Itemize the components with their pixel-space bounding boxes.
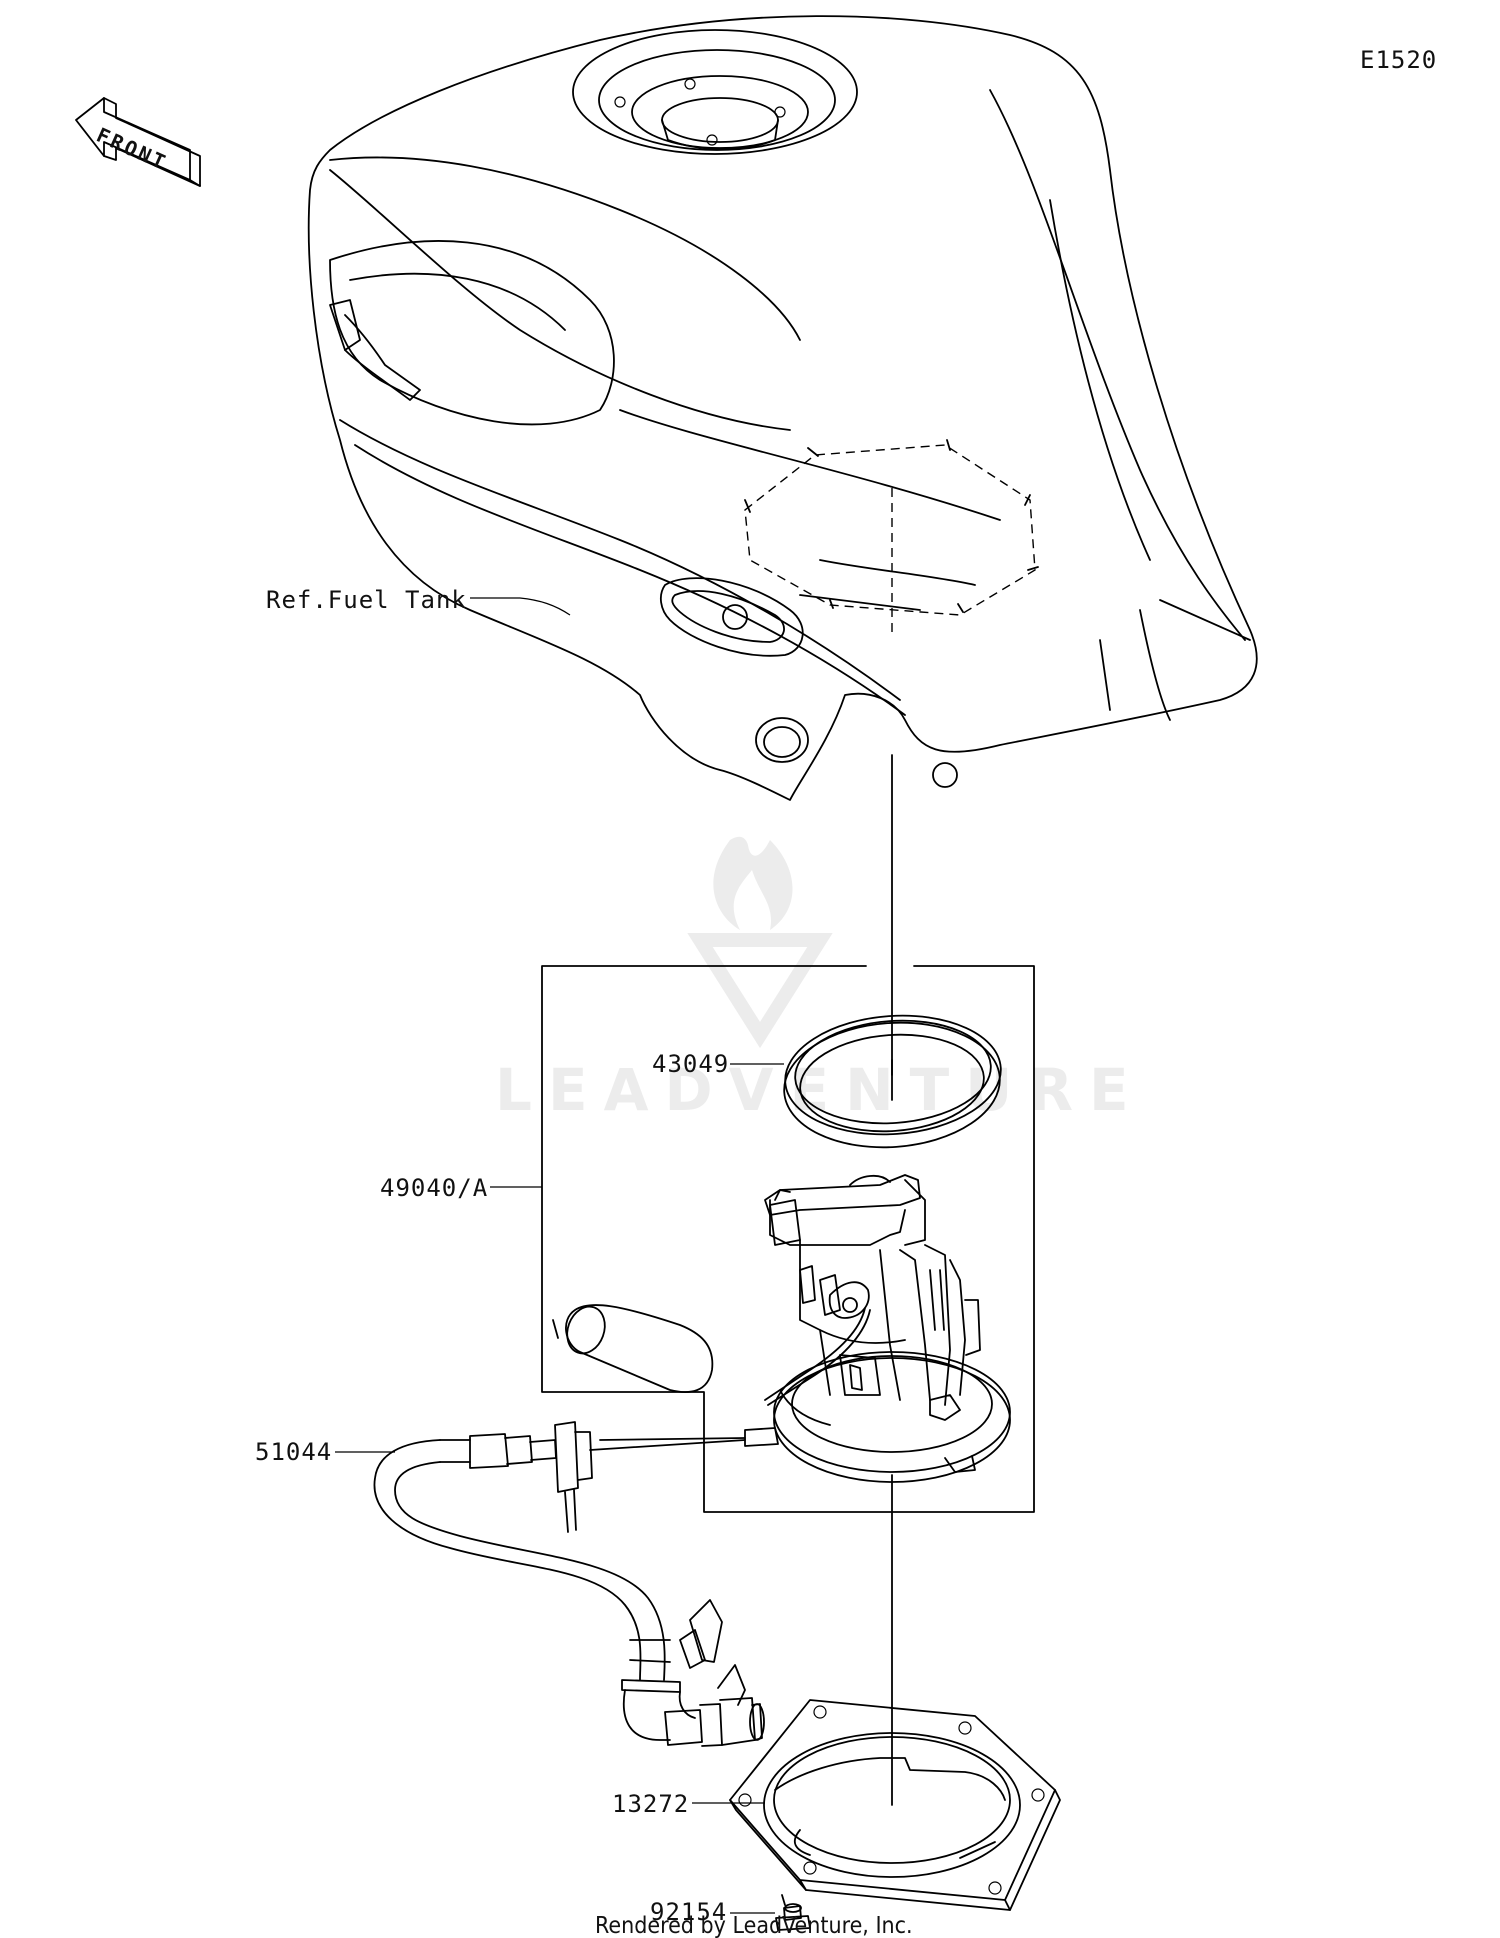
label-plate: 13272 — [612, 1790, 689, 1818]
label-hose: 51044 — [255, 1438, 332, 1466]
label-bolt: 92154 — [650, 1898, 727, 1926]
front-arrow-icon: FRONT — [75, 97, 201, 187]
leader-ref-fuel-tank — [470, 597, 571, 616]
gasket-ring-drawing — [783, 1014, 1002, 1149]
pump-assembly-frame — [541, 965, 1035, 1513]
mounting-plate-drawing — [729, 1699, 1061, 1911]
label-ref-fuel-tank: Ref.Fuel Tank — [266, 586, 467, 614]
footer-credit: Rendered by LeadVenture, Inc. — [595, 1913, 913, 1938]
fuel-hose-drawing — [373, 1421, 765, 1747]
fuel-pump-drawing — [552, 1174, 1011, 1483]
label-pump-assembly: 49040/A — [380, 1174, 488, 1202]
label-gasket: 43049 — [652, 1050, 729, 1078]
bolt-drawing — [775, 1894, 811, 1931]
diagram-code: E1520 — [1360, 46, 1437, 74]
watermark-text: LEADVENTURE — [495, 1056, 1145, 1124]
fuel-tank-drawing — [307, 15, 1258, 801]
leadventure-watermark: LEADVENTURE — [495, 836, 1145, 1124]
